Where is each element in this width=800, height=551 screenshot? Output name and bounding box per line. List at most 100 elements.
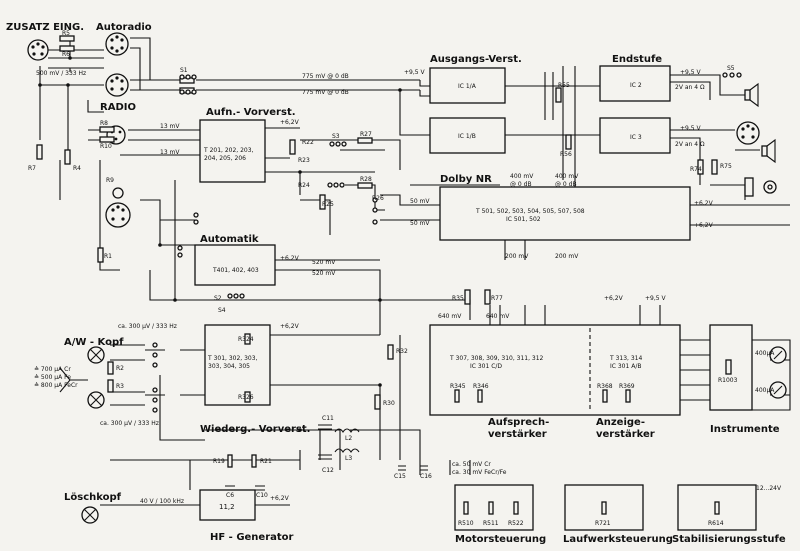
svg-text:S1: S1 [180,67,188,74]
signal-annotations: 500 mV / 333 Hz 775 mV @ 0 dB 775 mV @ 0… [34,69,782,505]
speaker-icon-2 [761,138,776,164]
svg-text:R6: R6 [62,51,70,58]
svg-text:C16: C16 [420,473,432,480]
svg-text:2V an 4 Ω: 2V an 4 Ω [675,84,705,91]
svg-text:13 mV: 13 mV [160,123,180,130]
svg-text:R2: R2 [116,365,124,372]
title-ausgangs: Ausgangs-Verst. [430,54,522,65]
switch-contacts [152,72,742,413]
svg-text:400µA: 400µA [755,387,775,394]
svg-text:R4: R4 [73,165,81,172]
svg-text:+9,5 V: +9,5 V [645,295,666,302]
svg-text:R25: R25 [322,201,334,208]
svg-text:C6: C6 [226,492,234,499]
svg-text:S4: S4 [218,307,226,314]
svg-text:IC 2: IC 2 [630,82,642,89]
title-awkopf: A/W - Kopf [64,337,124,348]
jack-socket-icon [744,177,777,197]
svg-text:T 301, 302, 303,: T 301, 302, 303, [207,355,258,362]
title-dolby: Dolby NR [440,174,492,185]
block-titles: ZUSATZ EING. Autoradio RADIO Ausgangs-Ve… [6,22,786,545]
svg-text:R19: R19 [213,458,225,465]
svg-text:R26: R26 [372,195,384,202]
svg-text:500 mV / 333 Hz: 500 mV / 333 Hz [36,70,86,77]
title-anzeige-2: verstärker [596,429,655,440]
svg-text:ca. 300 µV / 333 Hz: ca. 300 µV / 333 Hz [100,420,159,427]
svg-text:R369: R369 [619,383,635,390]
svg-text:@ 0 dB: @ 0 dB [555,181,577,188]
svg-text:IC 301 C/D: IC 301 C/D [470,363,502,370]
title-zusatz: ZUSATZ EING. [6,22,84,33]
block-boxes [194,65,757,531]
svg-text:R21: R21 [260,458,272,465]
title-wiedergabe: Wiederg.- Vorverst. [200,424,310,435]
svg-text:50 mV: 50 mV [410,220,430,227]
capacitors-coils [225,424,428,491]
svg-text:R1003: R1003 [718,377,738,384]
svg-text:R511: R511 [483,520,499,527]
svg-text:400 mV: 400 mV [555,173,579,180]
svg-text:+9,5 V: +9,5 V [404,69,425,76]
component-designators: R5 R6 R8 R9 R10 R7 R1 R2 R3 R4 R22 R23 R… [28,30,738,527]
title-aufsprech-2: verstärker [488,429,547,440]
title-laufwerk: Laufwerksteuerung [563,534,673,545]
title-motor: Motorsteuerung [455,534,546,545]
svg-text:C10: C10 [256,492,268,499]
svg-text:13 mV: 13 mV [160,149,180,156]
svg-text:C11: C11 [322,415,334,422]
wiring [39,37,791,506]
title-instrumente: Instrumente [710,424,780,435]
svg-text:IC 301 A/B: IC 301 A/B [610,363,641,370]
svg-text:T 313, 314: T 313, 314 [609,355,642,362]
svg-text:775 mV @ 0 dB: 775 mV @ 0 dB [302,73,349,80]
level-meter-icon [769,346,787,399]
svg-text:+6,2V: +6,2V [694,200,714,207]
title-hf: HF - Generator [210,532,294,543]
title-aufsprech-1: Aufsprech- [488,417,549,428]
din-socket-headphone [736,121,760,145]
svg-text:R75: R75 [720,163,732,170]
svg-text:R30: R30 [383,400,395,407]
svg-text:S3: S3 [332,133,340,140]
svg-text:R510: R510 [458,520,474,527]
svg-text:R28: R28 [360,176,372,183]
title-stabil: Stabilisierungsstufe [672,534,786,545]
svg-text:R346: R346 [473,383,489,390]
svg-text:T 201, 202, 203,: T 201, 202, 203, [203,147,254,154]
svg-text:11,2: 11,2 [219,503,235,511]
svg-text:≙ 700 µA Cr: ≙ 700 µA Cr [34,366,71,373]
svg-text:R522: R522 [508,520,524,527]
svg-text:+6,2V: +6,2V [270,495,290,502]
ic-labels: IC 1/A IC 1/B IC 2 IC 3 [458,82,642,141]
svg-text:≙ 500 µA Fe: ≙ 500 µA Fe [34,374,71,381]
svg-text:T 501, 502, 503, 504, 505, 507: T 501, 502, 503, 504, 505, 507, 508 [475,208,585,215]
svg-text:IC 1/B: IC 1/B [458,133,476,140]
svg-text:IC 3: IC 3 [630,134,642,141]
block-part-lists: T 201, 202, 203, 204, 205, 206 T 501, 50… [203,147,642,511]
svg-text:+6,2V: +6,2V [694,222,714,229]
din-socket-autoradio [105,32,129,56]
svg-text:640 mV: 640 mV [486,313,510,320]
title-endstufe: Endstufe [612,54,662,65]
svg-text:640 mV: 640 mV [438,313,462,320]
svg-text:R324: R324 [238,336,254,343]
junction-dots [38,56,402,432]
svg-text:R345: R345 [450,383,466,390]
svg-text:+6,2V: +6,2V [280,323,300,330]
title-autoradio: Autoradio [96,22,152,33]
svg-text:L3: L3 [345,455,352,462]
svg-text:+6,2V: +6,2V [280,255,300,262]
svg-text:400 mV: 400 mV [510,173,534,180]
svg-text:520 mV: 520 mV [312,270,336,277]
svg-text:2V an 4 Ω: 2V an 4 Ω [675,141,705,148]
svg-text:R24: R24 [298,182,310,189]
svg-text:R5: R5 [62,30,70,37]
svg-text:R368: R368 [597,383,613,390]
svg-text:204, 205, 206: 204, 205, 206 [204,155,246,162]
svg-text:40 V / 100 kHz: 40 V / 100 kHz [140,498,184,505]
svg-text:ca. 300 µV / 333 Hz: ca. 300 µV / 333 Hz [118,323,177,330]
svg-text:IC 501, 502: IC 501, 502 [506,216,541,223]
din-socket-lower [105,187,131,228]
svg-text:R22: R22 [302,139,314,146]
